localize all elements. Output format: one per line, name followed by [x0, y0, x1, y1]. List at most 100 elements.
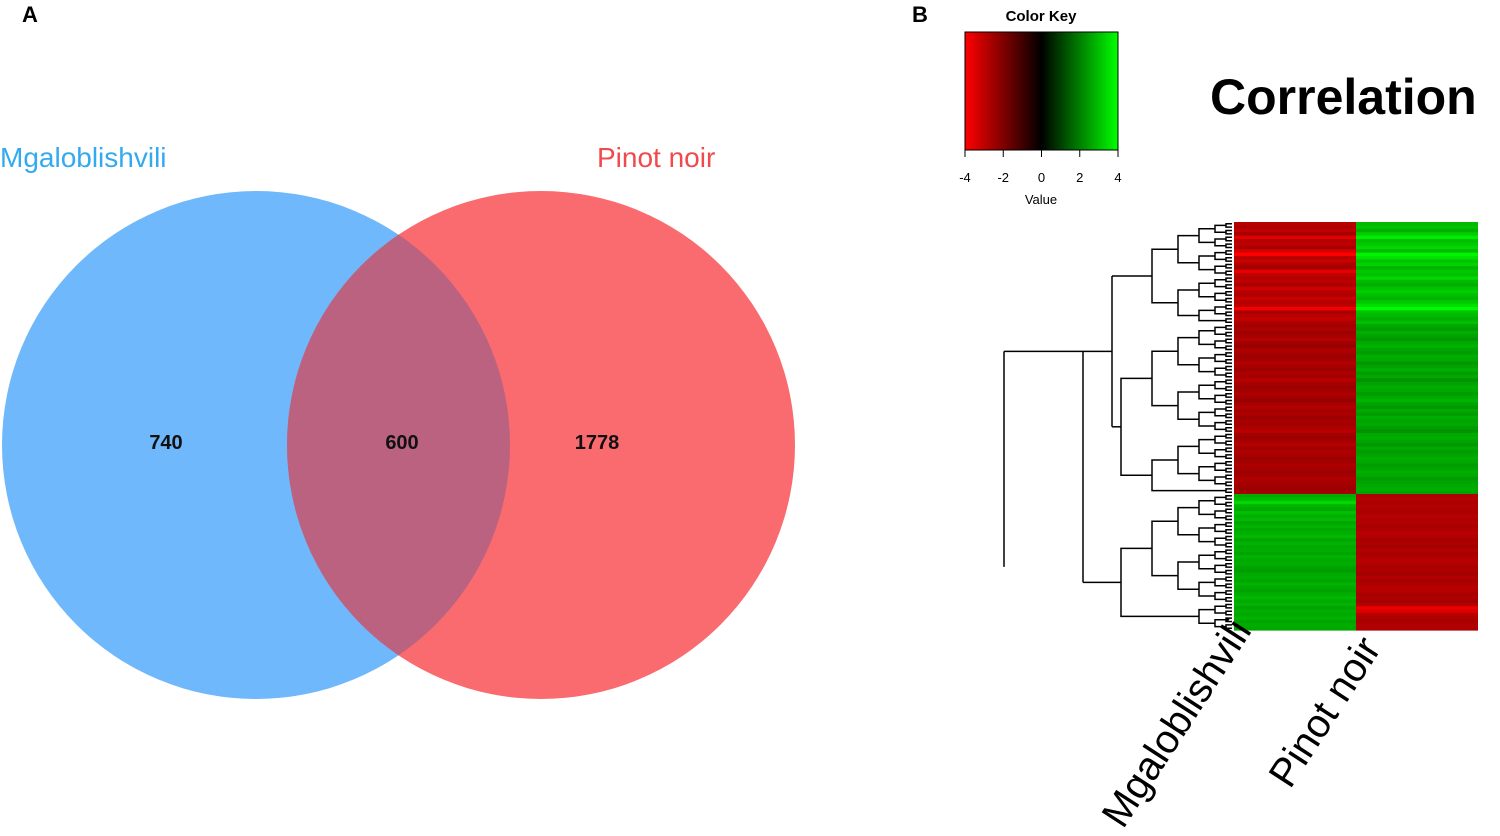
heatmap-cell: [1234, 266, 1356, 271]
dendrogram-branch: [1225, 522, 1232, 528]
dendrogram-branch: [1177, 234, 1199, 264]
heatmap-cell: [1234, 415, 1356, 420]
heatmap-cell: [1234, 514, 1356, 519]
heatmap-cell: [1234, 249, 1356, 254]
color-key-tick-label: 0: [1038, 170, 1045, 185]
heatmap-cell: [1356, 405, 1478, 410]
heatmap-cell: [1356, 259, 1478, 264]
heatmap-cell: [1356, 347, 1478, 352]
heatmap-cell: [1234, 293, 1356, 298]
heatmap-cell: [1234, 439, 1356, 444]
heatmap-cell: [1356, 531, 1478, 536]
heatmap-cell: [1356, 279, 1478, 284]
dendrogram-branch: [1225, 413, 1232, 419]
dendrogram-branch: [1177, 391, 1199, 420]
dendrogram-branch: [1214, 408, 1226, 417]
heatmap-cell: [1234, 596, 1356, 600]
heatmap-cell: [1356, 273, 1478, 277]
heatmap-cell: [1356, 378, 1478, 383]
dendrogram-branch: [1225, 284, 1232, 290]
heatmap-cell: [1234, 538, 1356, 543]
heatmap-cell: [1356, 415, 1478, 420]
dendrogram-branch: [1225, 372, 1232, 378]
dendrogram-branch: [1225, 603, 1232, 609]
heatmap-cell: [1234, 562, 1356, 566]
heatmap-cell: [1234, 375, 1356, 379]
dendrogram-branch: [1214, 496, 1226, 505]
heatmap-cell: [1234, 252, 1356, 257]
dendrogram-branch: [1225, 420, 1232, 426]
heatmap-cell: [1234, 361, 1356, 366]
heatmap-cell: [1234, 524, 1356, 529]
heatmap-cell: [1356, 545, 1478, 549]
venn-count-mgaloblishvili-only: 740: [149, 432, 182, 454]
dendrogram-branch: [1120, 547, 1199, 618]
heatmap-grid: [1234, 222, 1478, 631]
heatmap-cell: [1356, 395, 1478, 400]
dendrogram-branch: [1225, 311, 1232, 317]
dendrogram-branch: [1225, 447, 1232, 453]
heatmap-cell: [1356, 473, 1478, 478]
heatmap-cell: [1234, 337, 1356, 342]
dendrogram-branch: [1225, 528, 1232, 534]
heatmap-cell: [1356, 385, 1478, 390]
heatmap-cell: [1356, 565, 1478, 570]
dendrogram-branch: [1225, 576, 1232, 582]
heatmap-cell: [1234, 276, 1356, 281]
heatmap-cell: [1234, 324, 1356, 328]
heatmap-cell: [1356, 290, 1478, 294]
dendrogram-branch: [1177, 506, 1199, 536]
heatmap-cell: [1356, 572, 1478, 577]
heatmap-cell: [1234, 453, 1356, 458]
dendrogram-branch: [1214, 435, 1226, 444]
heatmap-cell: [1234, 480, 1356, 485]
color-key-title: Color Key: [1006, 8, 1078, 25]
dendrogram-branch: [1225, 433, 1232, 439]
dendrogram-branch: [1214, 462, 1226, 471]
heatmap-cell: [1356, 626, 1478, 631]
dendrogram-branch: [1225, 270, 1232, 276]
heatmap-cell: [1356, 443, 1478, 447]
heatmap-cell: [1234, 565, 1356, 570]
dendrogram-branch: [1214, 353, 1226, 363]
heatmap-cell: [1234, 531, 1356, 536]
heatmap-cell: [1234, 232, 1356, 237]
heatmap-cell: [1234, 381, 1356, 386]
dendrogram-branch: [1214, 367, 1226, 376]
heatmap-cell: [1356, 487, 1478, 492]
heatmap-cell: [1356, 551, 1478, 556]
dendrogram-branch: [1214, 523, 1226, 533]
dendrogram-branch: [1225, 304, 1232, 310]
panel-a: A Mgaloblishvili Pinot noir 740 600 1778: [0, 2, 795, 699]
heatmap-cell: [1356, 483, 1478, 488]
dendrogram-branch: [1225, 365, 1232, 371]
heatmap-cell: [1356, 225, 1478, 230]
heatmap-cell: [1234, 555, 1356, 560]
heatmap-cell: [1234, 568, 1356, 573]
heatmap-cell: [1356, 412, 1478, 417]
heatmap-cell: [1234, 551, 1356, 556]
dendrogram-branch: [1225, 454, 1232, 460]
dendrogram-branch: [1225, 542, 1232, 548]
heatmap-cell: [1234, 477, 1356, 481]
heatmap-cell: [1356, 296, 1478, 301]
dendrogram-branch: [1225, 386, 1232, 392]
heatmap-cell: [1234, 500, 1356, 505]
heatmap-cell: [1356, 375, 1478, 379]
dendrogram-branch: [1198, 438, 1215, 454]
heatmap-cell: [1356, 548, 1478, 553]
heatmap-cell: [1356, 558, 1478, 563]
dendrogram-branch: [1225, 399, 1232, 405]
heatmap-cell: [1356, 436, 1478, 441]
dendrogram-branch: [1214, 449, 1226, 458]
heatmap-cell: [1356, 439, 1478, 444]
heatmap-cell: [1356, 616, 1478, 621]
dendrogram-branch: [1214, 510, 1226, 519]
heatmap-cell: [1234, 235, 1356, 240]
heatmap-cell: [1356, 310, 1478, 315]
heatmap-cell: [1356, 449, 1478, 454]
heatmap-cell: [1234, 422, 1356, 427]
heatmap-cell: [1356, 293, 1478, 298]
heatmap-cell: [1234, 283, 1356, 288]
